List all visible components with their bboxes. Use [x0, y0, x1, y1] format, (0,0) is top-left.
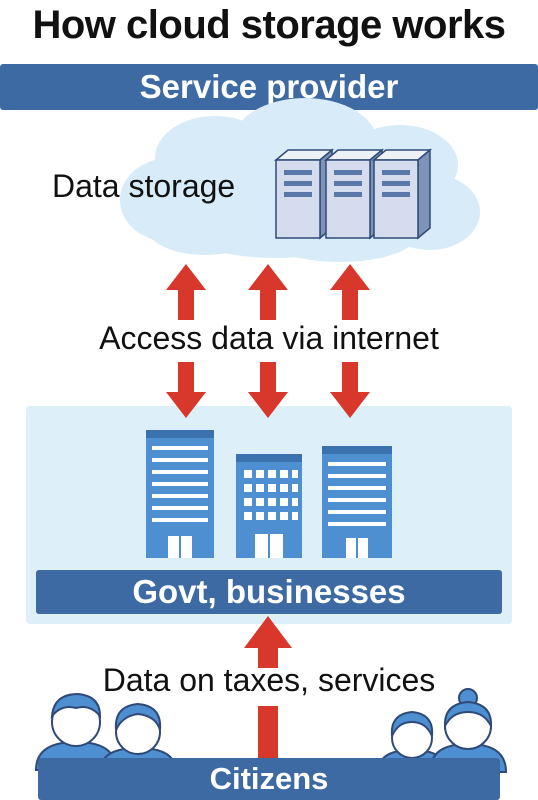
- server-icon: [273, 148, 433, 240]
- arrow-icon: [166, 264, 370, 320]
- citizen-data-label: Data on taxes, services: [102, 662, 436, 698]
- arrow-icon: [244, 616, 292, 762]
- arrow-icon: [166, 362, 370, 418]
- building-icon: [322, 446, 392, 558]
- govt-businesses-bar: Govt, businesses: [36, 570, 502, 614]
- citizens-bar: Citizens: [38, 758, 500, 800]
- building-icon: [236, 454, 302, 558]
- diagram-title: How cloud storage works: [32, 3, 506, 47]
- service-provider-bar: Service provider: [0, 64, 538, 110]
- data-storage-label: Data storage: [52, 168, 236, 204]
- building-icon: [146, 430, 214, 558]
- access-label: Access data via internet: [99, 320, 439, 356]
